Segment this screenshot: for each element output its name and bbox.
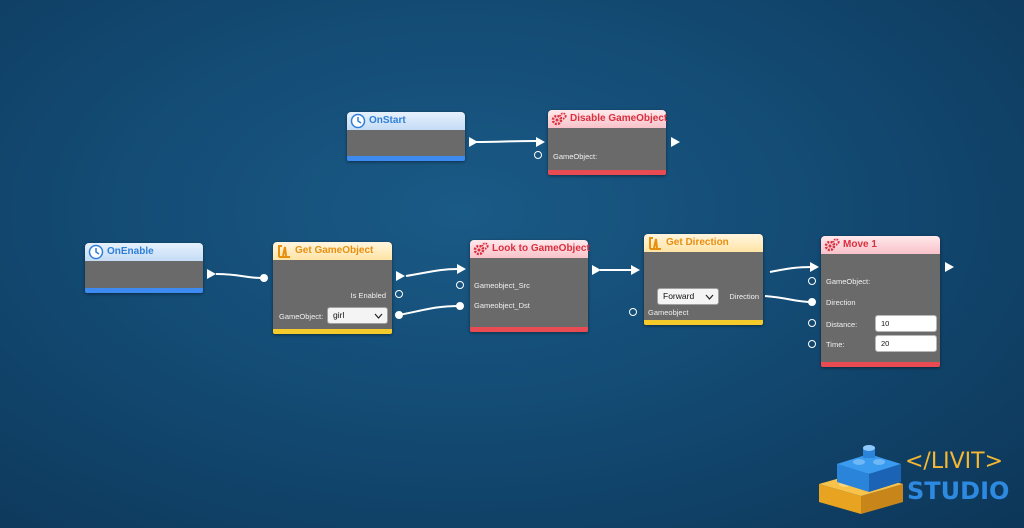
flow-out-port[interactable] (945, 262, 954, 272)
node-get-gameobject[interactable]: Get GameObject Is Enabled GameObject: gi… (273, 242, 392, 334)
chevron-down-icon (705, 294, 714, 300)
gameobject-output-port[interactable] (395, 311, 403, 319)
flow-out-port[interactable] (396, 271, 405, 281)
flow-out-port[interactable] (592, 265, 601, 275)
distance-label: Distance: (826, 320, 858, 329)
wire-direction-move-flow (769, 266, 813, 273)
direction-input-port[interactable] (808, 298, 816, 306)
clock-icon (88, 244, 104, 260)
node-footer (644, 320, 763, 325)
wire-getgo-look-flow (405, 268, 459, 277)
node-title: Disable GameObject (570, 113, 668, 124)
gameobject-select[interactable]: girl (327, 307, 388, 324)
wire-arrow (536, 137, 545, 147)
time-input-port[interactable] (808, 340, 816, 348)
is-enabled-label: Is Enabled (350, 291, 386, 300)
time-input[interactable]: 20 (875, 335, 937, 352)
wire-onstart-disable (475, 140, 537, 143)
node-title: Get GameObject (295, 245, 374, 256)
flow-out-port[interactable] (207, 269, 216, 279)
direction-select-value: Forward (663, 291, 695, 301)
direction-label: Direction (729, 292, 759, 301)
node-header: Look to GameObject (470, 240, 590, 258)
flow-out-port[interactable] (469, 137, 478, 147)
node-footer (548, 170, 666, 175)
bracket-icon (649, 237, 661, 250)
node-title: OnStart (369, 115, 406, 126)
wire-arrow (457, 264, 466, 274)
wire-direction-move-data (764, 295, 813, 303)
node-title: OnEnable (107, 246, 154, 257)
node-header: Move 1 (821, 236, 940, 254)
gears-icon (824, 238, 840, 252)
node-disable-gameobject[interactable]: Disable GameObject GameObject: (548, 110, 668, 175)
wire-arrow (810, 262, 819, 272)
node-on-enable[interactable]: OnEnable (85, 243, 203, 293)
node-move[interactable]: Move 1 GameObject: Direction Distance: 1… (821, 236, 940, 367)
distance-input-port[interactable] (808, 319, 816, 327)
gameobject-input-port[interactable] (534, 151, 542, 159)
node-look-to-gameobject[interactable]: Look to GameObject Gameobject_Src Gameob… (470, 240, 590, 332)
node-on-start[interactable]: OnStart (347, 112, 465, 161)
direction-select[interactable]: Forward (657, 288, 719, 305)
node-title: Move 1 (843, 239, 877, 250)
flow-out-port[interactable] (671, 137, 680, 147)
node-header: Get Direction (644, 234, 763, 252)
distance-input[interactable]: 10 (875, 315, 937, 332)
gameobject-input-port[interactable] (629, 308, 637, 316)
node-header: Disable GameObject (548, 110, 668, 128)
node-title: Look to GameObject (492, 243, 590, 254)
flow-in-port[interactable] (260, 274, 268, 282)
logo-text-livit: </LIVIT> (905, 449, 1004, 474)
gameobject-label: Gameobject (648, 308, 689, 317)
wire-getgo-look-data (398, 305, 461, 316)
node-footer (821, 362, 940, 367)
node-header: OnEnable (85, 243, 203, 261)
clock-icon (350, 113, 366, 129)
node-footer (347, 156, 465, 161)
node-footer (273, 329, 392, 334)
gameobject-label: GameObject: (553, 152, 598, 161)
gears-icon (551, 112, 567, 126)
gameobject-label: GameObject: (279, 312, 324, 321)
chevron-down-icon (374, 313, 383, 319)
node-footer (470, 327, 588, 332)
bracket-icon (278, 245, 290, 258)
direction-label: Direction (826, 298, 856, 307)
is-enabled-output-port[interactable] (395, 290, 403, 298)
gameobject-src-input-port[interactable] (456, 281, 464, 289)
wire-arrow (631, 265, 640, 275)
node-header: OnStart (347, 112, 465, 130)
gameobject-dst-input-port[interactable] (456, 302, 464, 310)
gameobject-dst-label: Gameobject_Dst (474, 301, 530, 310)
lego-bricks-logo-icon (819, 445, 903, 514)
node-footer (85, 288, 203, 293)
logo-text-studio: STUDIO (907, 477, 1010, 505)
wire-onenable-getgo (215, 273, 263, 279)
node-title: Get Direction (666, 237, 729, 248)
gameobject-label: GameObject: (826, 277, 871, 286)
gameobject-input-port[interactable] (808, 277, 816, 285)
time-label: Time: (826, 340, 845, 349)
gears-icon (473, 242, 489, 256)
node-get-direction[interactable]: Get Direction Forward Direction Gameobje… (644, 234, 763, 325)
node-header: Get GameObject (273, 242, 392, 260)
gameobject-select-value: girl (333, 310, 345, 320)
gameobject-src-label: Gameobject_Src (474, 281, 530, 290)
